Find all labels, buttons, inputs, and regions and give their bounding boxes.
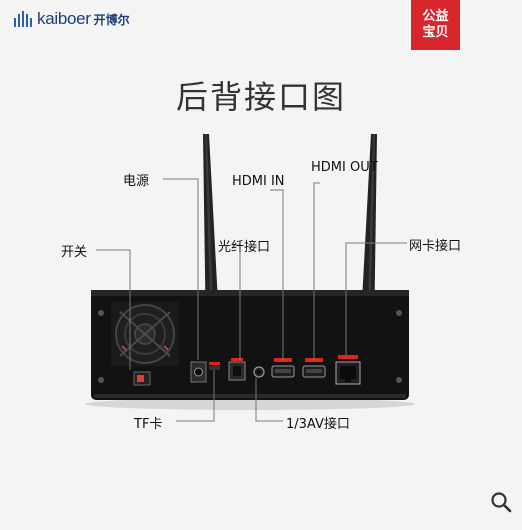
power-switch	[133, 371, 151, 386]
brand-name: kaiboer	[37, 9, 91, 28]
label-power: 电源	[123, 174, 150, 189]
fan-grille	[111, 302, 179, 366]
brand-logo: kaiboer 开博尔	[14, 9, 130, 29]
label-network: 网卡接口	[409, 239, 462, 254]
logo-bars-icon	[14, 11, 32, 27]
hdmi-in-port	[271, 358, 295, 378]
label-hdmi-out: HDMI OUT	[311, 160, 378, 175]
hdmi-out-port	[302, 358, 326, 378]
optical-port	[228, 358, 246, 381]
label-av: 1/3AV接口	[286, 417, 350, 432]
page-title: 后背接口图	[175, 78, 346, 116]
network-port	[335, 355, 361, 385]
magnifier-icon[interactable]	[489, 490, 513, 514]
label-switch: 开关	[61, 245, 88, 260]
device-shadow	[85, 398, 415, 410]
label-tf: TF卡	[134, 417, 163, 432]
charity-badge: 公益 宝贝	[411, 0, 460, 50]
label-hdmi-in: HDMI IN	[232, 174, 285, 189]
av-port	[253, 366, 265, 378]
badge-line-2: 宝贝	[422, 25, 449, 40]
tf-slot	[209, 362, 220, 370]
callout-lines	[96, 178, 407, 422]
badge-line-1: 公益	[422, 9, 449, 24]
power-port	[190, 361, 207, 383]
brand-name-cn: 开博尔	[93, 12, 130, 27]
label-optical: 光纤接口	[218, 240, 271, 255]
